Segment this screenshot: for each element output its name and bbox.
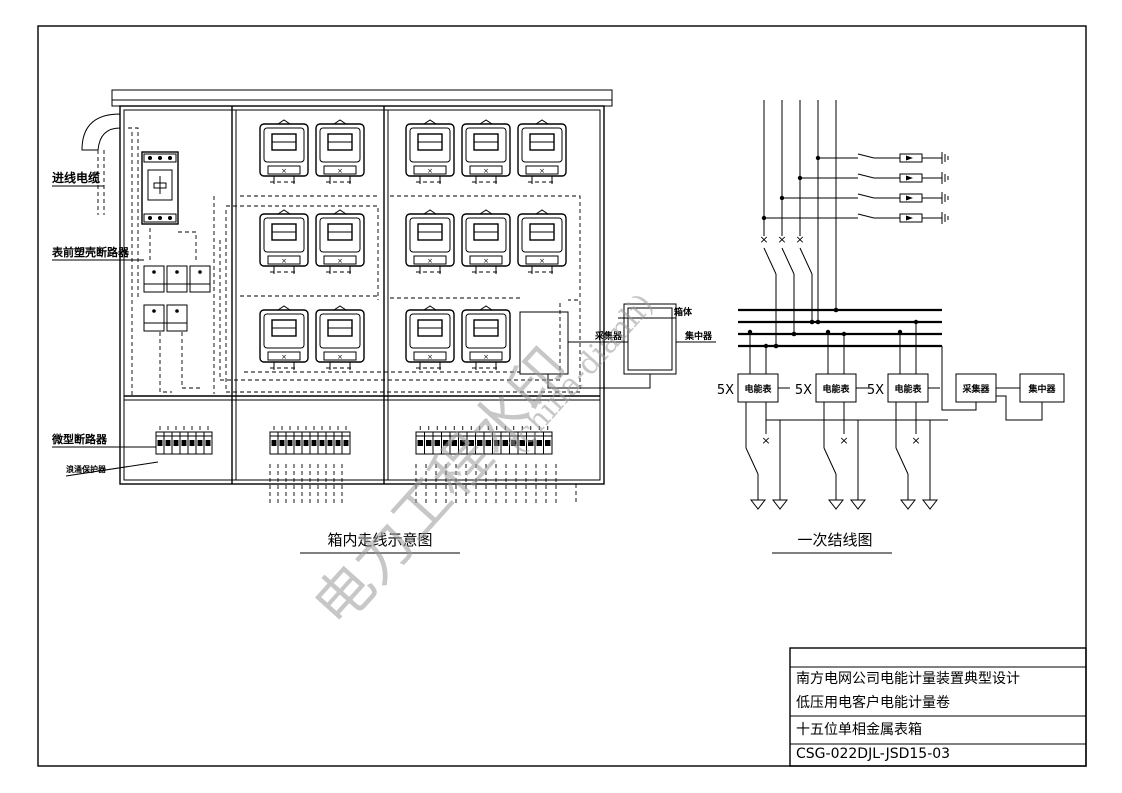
meter-icon: × <box>259 305 309 370</box>
cabinet-roof <box>111 89 613 107</box>
sld-concentrator-label: 集中器 <box>1027 383 1056 395</box>
meter-icon: × <box>517 209 567 274</box>
ground-icon <box>941 152 949 164</box>
surge-branch <box>815 152 949 164</box>
svg-text:×: × <box>483 353 489 361</box>
svg-text:×: × <box>795 233 804 246</box>
cabinet-concentrator-box <box>519 311 569 375</box>
title-block <box>789 647 1087 767</box>
sheet-border <box>37 25 1087 767</box>
ground-icon <box>827 499 845 510</box>
meter-icon: × <box>315 119 365 184</box>
meter-multiplier: 5X <box>795 383 812 398</box>
label-mini-breaker: 微型断路器 <box>51 432 108 446</box>
ground-icon <box>771 499 789 510</box>
meter-icon: × <box>315 305 365 370</box>
watermark: 电力工程水印 (china-dianli) <box>300 287 661 639</box>
title-line-3: 十五位单相金属表箱 <box>796 722 922 738</box>
surge-branch <box>761 212 949 224</box>
meter-branch-1: 5X 电能表 × <box>717 329 938 510</box>
meter-branch-2: 5X 电能表 × <box>795 329 946 510</box>
title-line-2: 低压用电客户电能计量卷 <box>796 694 950 711</box>
terminal-blocks <box>143 265 211 332</box>
svg-text:×: × <box>427 257 433 265</box>
sld-collector-label: 采集器 <box>961 383 990 395</box>
switch-icon: × <box>759 233 768 246</box>
ground-icon <box>921 499 939 510</box>
cabinet-wiring-diagram: × × × × × × × × × × × × × × <box>52 89 716 505</box>
label-surge-protector: 浪涌保护器 <box>66 464 107 474</box>
ground-icon <box>749 499 767 510</box>
cabinet-meter-grid: × × × × × × × × × × × × × × <box>259 119 567 370</box>
meter-icon: × <box>259 209 309 274</box>
switch-icon: × <box>911 434 920 447</box>
meter-multiplier: 5X <box>867 383 884 398</box>
svg-text:×: × <box>337 353 343 361</box>
meter-icon: × <box>461 119 511 184</box>
ground-icon <box>941 172 949 184</box>
surge-branch <box>797 172 949 184</box>
primary-single-line-diagram: × × × 5X 电能表 × 5X 电能表 × 5X 电能表 × <box>717 100 1065 510</box>
surge-branch <box>779 192 949 204</box>
meter-icon: × <box>405 209 455 274</box>
title-line-4: CSG-022DJL-JSD15-03 <box>796 746 950 762</box>
svg-text:×: × <box>483 167 489 175</box>
label-incoming-cable: 进线电缆 <box>52 170 100 185</box>
svg-text:×: × <box>539 257 545 265</box>
svg-text:×: × <box>281 167 287 175</box>
mccb-breaker <box>141 151 179 225</box>
meter-icon: × <box>461 209 511 274</box>
svg-text:×: × <box>427 353 433 361</box>
label-box-body: 箱体 <box>674 306 693 318</box>
mcb-row <box>415 426 553 455</box>
meter-multiplier: 5X <box>717 383 734 398</box>
caption-primary-diagram: 一次结线图 <box>797 531 872 549</box>
meter-icon: × <box>517 119 567 184</box>
switch-icon: × <box>761 434 770 447</box>
svg-text:×: × <box>777 233 786 246</box>
svg-text:×: × <box>539 167 545 175</box>
meter-branches: 5X 电能表 × 5X 电能表 × 5X 电能表 × <box>717 319 948 510</box>
meter-icon: × <box>405 305 455 370</box>
switch-icon: × <box>839 434 848 447</box>
miniature-breaker-rows <box>155 426 553 455</box>
meter-icon: × <box>461 305 511 370</box>
ground-icon <box>899 499 917 510</box>
svg-text:×: × <box>427 167 433 175</box>
cabinet-body <box>119 105 605 485</box>
svg-text:×: × <box>483 257 489 265</box>
internal-wiring <box>128 127 651 505</box>
meter-label: 电能表 <box>894 383 922 395</box>
title-line-1: 南方电网公司电能计量装置典型设计 <box>796 671 1020 687</box>
mcb-row <box>155 426 213 455</box>
svg-text:×: × <box>337 257 343 265</box>
caption-wiring-diagram: 箱内走线示意图 <box>327 531 432 549</box>
ground-icon <box>941 192 949 204</box>
meter-icon: × <box>405 119 455 184</box>
svg-text:×: × <box>337 167 343 175</box>
label-collector: 采集器 <box>594 330 623 342</box>
meter-label: 电能表 <box>744 383 772 395</box>
label-pre-meter-breaker: 表前塑壳断路器 <box>51 245 130 259</box>
mcb-row <box>269 426 351 455</box>
incoming-cable-conduit <box>81 113 121 151</box>
svg-text:×: × <box>281 353 287 361</box>
meter-branch-3: 5X 电能表 × <box>867 319 948 510</box>
label-concentrator: 集中器 <box>684 330 713 342</box>
meter-icon: × <box>259 119 309 184</box>
ground-icon <box>849 499 867 510</box>
meter-icon: × <box>315 209 365 274</box>
meter-label: 电能表 <box>822 383 850 395</box>
surge-branches <box>761 152 949 224</box>
external-meter-box <box>623 303 677 375</box>
svg-text:×: × <box>281 257 287 265</box>
ground-icon <box>941 212 949 224</box>
